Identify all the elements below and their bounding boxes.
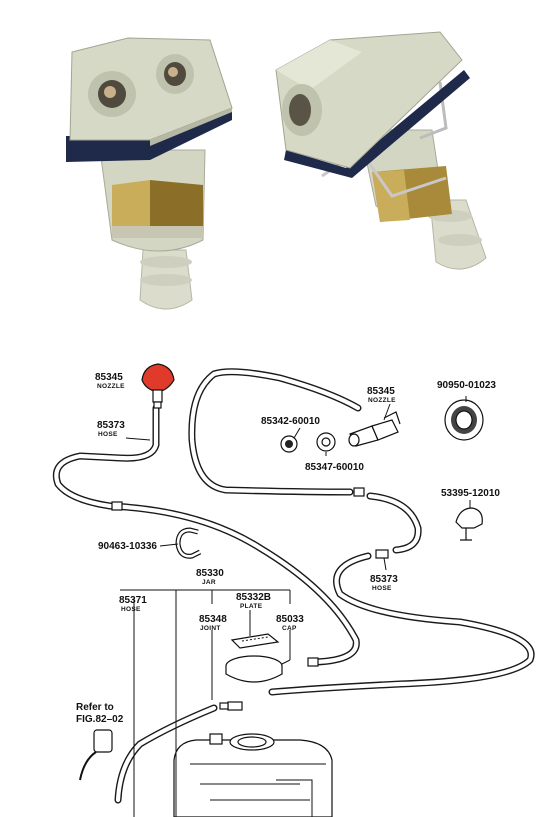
- svg-text:85348: 85348: [199, 614, 227, 625]
- svg-text:CAP: CAP: [282, 625, 297, 632]
- svg-text:HOSE: HOSE: [121, 606, 141, 613]
- label-clamp: 90463-10336: [98, 541, 157, 552]
- svg-text:85371: 85371: [119, 595, 147, 606]
- svg-text:53395-12010: 53395-12010: [441, 488, 500, 499]
- label-nozzle-left: 85345 NOZZLE: [95, 372, 125, 390]
- nozzle-photo-right: [275, 31, 487, 270]
- washer-part: [280, 435, 298, 453]
- clamp-part: [175, 527, 202, 559]
- svg-text:85347-60010: 85347-60010: [305, 462, 364, 473]
- label-cap: 85033 CAP: [276, 614, 304, 632]
- svg-text:Refer to: Refer to: [76, 702, 114, 713]
- svg-text:85345: 85345: [367, 386, 395, 397]
- label-nozzle-right: 85345 NOZZLE: [367, 386, 396, 404]
- svg-text:NOZZLE: NOZZLE: [368, 397, 396, 404]
- plate-part: [230, 633, 280, 649]
- nozzle-part-left: [141, 363, 175, 409]
- svg-text:90950-01023: 90950-01023: [437, 380, 496, 391]
- label-joint: 85348 JOINT: [199, 614, 227, 632]
- joint-part: [219, 701, 243, 711]
- svg-text:NOZZLE: NOZZLE: [97, 383, 125, 390]
- svg-text:JAR: JAR: [202, 579, 216, 586]
- label-refer: Refer to FIG.82–02: [76, 702, 124, 725]
- svg-text:HOSE: HOSE: [372, 585, 392, 592]
- clip-part-right: [455, 507, 483, 541]
- label-hose-right: 85373 HOSE: [370, 574, 398, 592]
- hose-fittings: [111, 487, 389, 667]
- grommet-part: [444, 399, 484, 441]
- label-hose-top: 85373 HOSE: [97, 420, 125, 438]
- label-washer: 85342-60010: [261, 416, 320, 427]
- svg-text:85373: 85373: [370, 574, 398, 585]
- svg-text:JOINT: JOINT: [200, 625, 221, 632]
- hose-lines: [52, 368, 535, 804]
- label-plate: 85332B PLATE: [236, 592, 271, 610]
- cap-part: [225, 655, 283, 683]
- svg-text:85033: 85033: [276, 614, 304, 625]
- label-nut: 85347-60010: [305, 462, 364, 473]
- svg-text:85330: 85330: [196, 568, 224, 579]
- svg-text:PLATE: PLATE: [240, 603, 263, 610]
- svg-text:HOSE: HOSE: [98, 431, 118, 438]
- svg-text:85342-60010: 85342-60010: [261, 416, 320, 427]
- svg-text:FIG.82–02: FIG.82–02: [76, 714, 124, 725]
- svg-text:85345: 85345: [95, 372, 123, 383]
- leader-lines: [120, 396, 471, 817]
- jar-part: [173, 733, 333, 817]
- label-jar: 85330 JAR: [196, 568, 224, 586]
- svg-text:90463-10336: 90463-10336: [98, 541, 157, 552]
- svg-text:85332B: 85332B: [236, 592, 271, 603]
- label-clip-right: 53395-12010: [441, 488, 500, 499]
- label-hose-left: 85371 HOSE: [119, 595, 147, 613]
- nozzle-photo-left: [66, 37, 233, 310]
- connector-part: [79, 729, 113, 781]
- nozzle-part-right: [348, 411, 401, 447]
- svg-text:85373: 85373: [97, 420, 125, 431]
- label-grommet: 90950-01023: [437, 380, 496, 391]
- nut-part: [316, 432, 336, 452]
